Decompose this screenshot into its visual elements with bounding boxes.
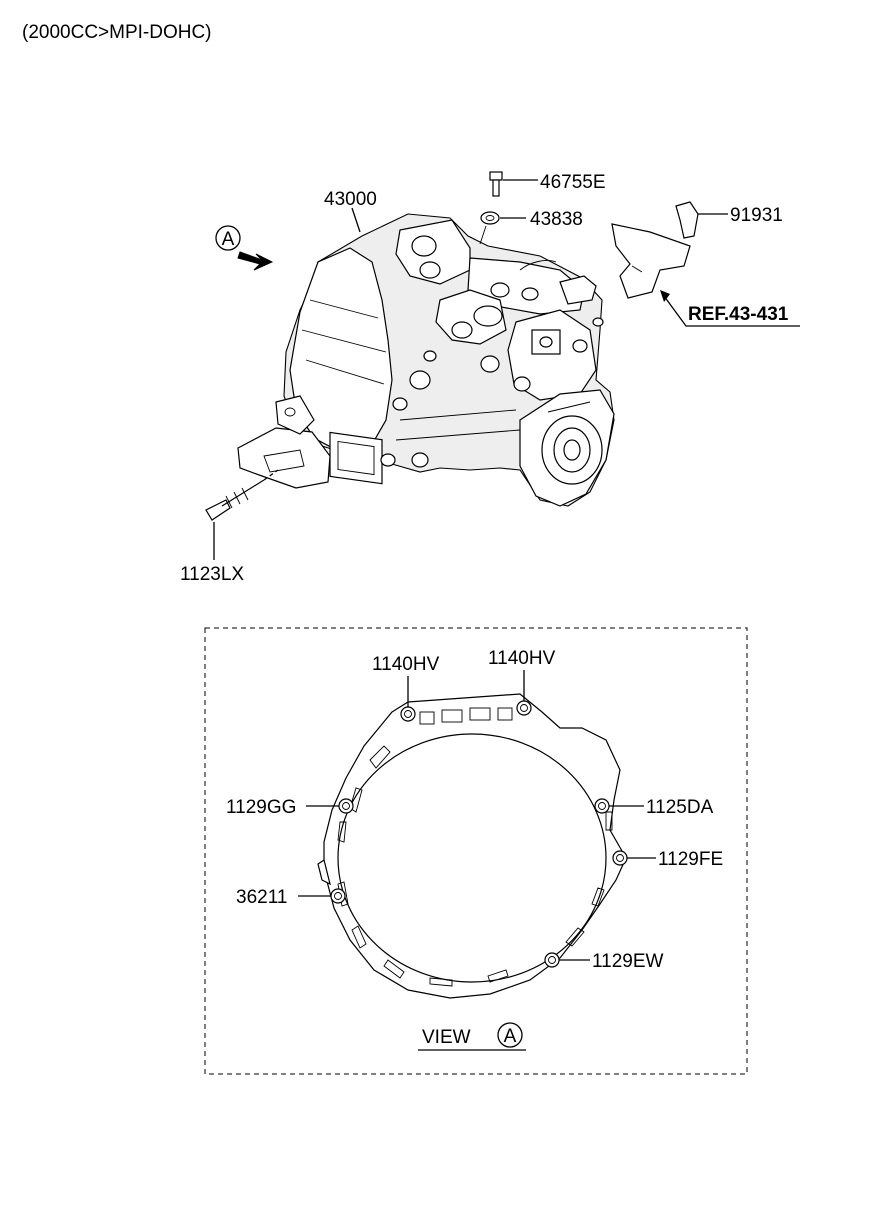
diagram-title: (2000CC>MPI-DOHC) <box>22 22 212 43</box>
label-36211: 36211 <box>236 887 287 908</box>
view-a-caption: VIEW A <box>418 1022 526 1051</box>
view-a-letter: A <box>222 229 235 250</box>
label-91931: 91931 <box>730 205 783 226</box>
bracket-91931 <box>611 201 728 299</box>
label-1125da: 1125DA <box>646 797 714 818</box>
view-caption-text: VIEW <box>422 1027 471 1048</box>
bolt-46755e <box>489 171 538 197</box>
label-46755e: 46755E <box>540 172 606 193</box>
gasket-plate <box>317 693 627 999</box>
label-1140hv-left: 1140HV <box>372 654 440 675</box>
bolt-1123lx <box>205 469 279 560</box>
view-caption-letter: A <box>504 1026 517 1047</box>
grommet-43838 <box>479 211 526 245</box>
label-1129fe: 1129FE <box>658 849 723 870</box>
label-1129gg: 1129GG <box>226 797 296 818</box>
label-1129ew: 1129EW <box>592 951 664 972</box>
leader-43000 <box>351 207 361 233</box>
view-a-frame <box>204 627 748 1075</box>
label-1140hv-right: 1140HV <box>488 648 556 669</box>
view-direction-arrow-icon <box>237 251 274 271</box>
label-43838: 43838 <box>530 209 583 230</box>
ref-pointer <box>660 290 800 327</box>
label-43000: 43000 <box>324 189 377 210</box>
transmission-assembly <box>237 213 615 507</box>
view-a-marker: A <box>215 225 274 271</box>
label-ref-43-431: REF.43-431 <box>688 304 789 325</box>
view-a-leaders <box>298 670 656 961</box>
label-1123lx: 1123LX <box>180 564 244 585</box>
